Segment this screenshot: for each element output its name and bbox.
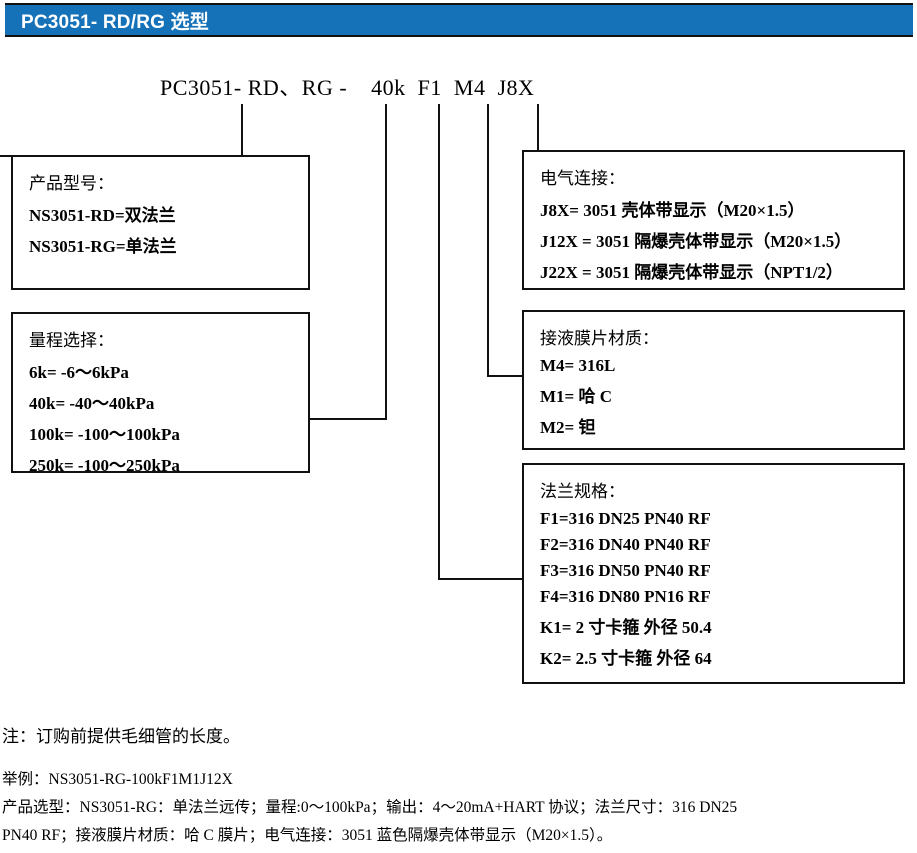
spec-box-range-selection: 量程选择： 6k= -6～6kPa 40k= -40～40kPa 100k= -…: [11, 312, 310, 475]
spec-line: K2= 2.5 寸卡箍 外径 64: [540, 649, 712, 668]
spec-title-electrical-connection: 电气连接：: [540, 169, 625, 188]
connector-product-vertical: [241, 104, 243, 156]
spec-title-flange-specification: 法兰规格：: [540, 482, 625, 501]
notes-spacer: [2, 757, 915, 767]
spec-line: F2=316 DN40 PN40 RF: [540, 535, 711, 554]
connector-flange-horizontal: [438, 578, 524, 580]
spec-line: F1=316 DN25 PN40 RF: [540, 509, 711, 528]
connector-electric-vertical: [537, 104, 539, 152]
spec-line: F3=316 DN50 PN40 RF: [540, 561, 711, 580]
spec-line: F4=316 DN80 PN16 RF: [540, 587, 711, 606]
page-title: PC3051- RD/RG 选型: [21, 11, 209, 33]
spec-box-flange-specification: 法兰规格： F1=316 DN25 PN40 RF F2=316 DN40 PN…: [522, 463, 905, 684]
connector-range-vertical: [385, 104, 387, 420]
note-remark: 注：订购前提供毛细管的长度。: [2, 727, 240, 746]
spec-title-range-selection: 量程选择：: [29, 331, 114, 350]
spec-line: M2= 钽: [540, 418, 596, 437]
spec-line: M1= 哈 C: [540, 387, 613, 406]
footer-notes: 注：订购前提供毛细管的长度。 举例：NS3051-RG-100kF1M1J12X…: [2, 722, 915, 851]
spec-box-product-model: 产品型号： NS3051-RD=双法兰 NS3051-RG=单法兰: [11, 155, 310, 290]
note-example-label: 举例：NS3051-RG-100kF1M1J12X: [2, 771, 233, 788]
connector-material-horizontal: [487, 375, 524, 377]
spec-title-diaphragm-material: 接液膜片材质：: [540, 329, 659, 348]
spec-line: 100k= -100～100kPa: [29, 425, 180, 444]
note-selection-line-1: 产品选型：NS3051-RG：单法兰远传；量程:0～100kPa；输出：4～20…: [2, 799, 738, 816]
spec-line: M4= 316L: [540, 356, 616, 375]
note-selection-line-2: PN40 RF；接液膜片材质：哈 C 膜片；电气连接：3051 蓝色隔爆壳体带显…: [2, 827, 613, 844]
spec-box-diaphragm-material: 接液膜片材质： M4= 316L M1= 哈 C M2= 钽: [522, 310, 905, 450]
page-header: PC3051- RD/RG 选型: [5, 3, 913, 37]
spec-line: 6k= -6～6kPa: [29, 363, 129, 382]
model-code-string: PC3051- RD、RG - 40k F1 M4 J8X: [160, 75, 535, 100]
spec-line: J22X = 3051 隔爆壳体带显示（NPT1/2）: [540, 263, 843, 282]
spec-line: K1= 2 寸卡箍 外径 50.4: [540, 618, 712, 637]
spec-title-product-model: 产品型号：: [29, 174, 114, 193]
connector-material-vertical: [487, 104, 489, 377]
spec-line: NS3051-RG=单法兰: [29, 237, 177, 256]
spec-line: J12X = 3051 隔爆壳体带显示（M20×1.5）: [540, 232, 852, 251]
connector-flange-vertical: [438, 104, 440, 580]
spec-line: NS3051-RD=双法兰: [29, 206, 176, 225]
spec-line: 40k= -40～40kPa: [29, 394, 155, 413]
connector-range-horizontal: [310, 418, 387, 420]
spec-box-electrical-connection: 电气连接： J8X= 3051 壳体带显示（M20×1.5） J12X = 30…: [522, 150, 905, 290]
spec-line: J8X= 3051 壳体带显示（M20×1.5）: [540, 201, 805, 220]
spec-line: 250k= -100～250kPa: [29, 456, 180, 475]
